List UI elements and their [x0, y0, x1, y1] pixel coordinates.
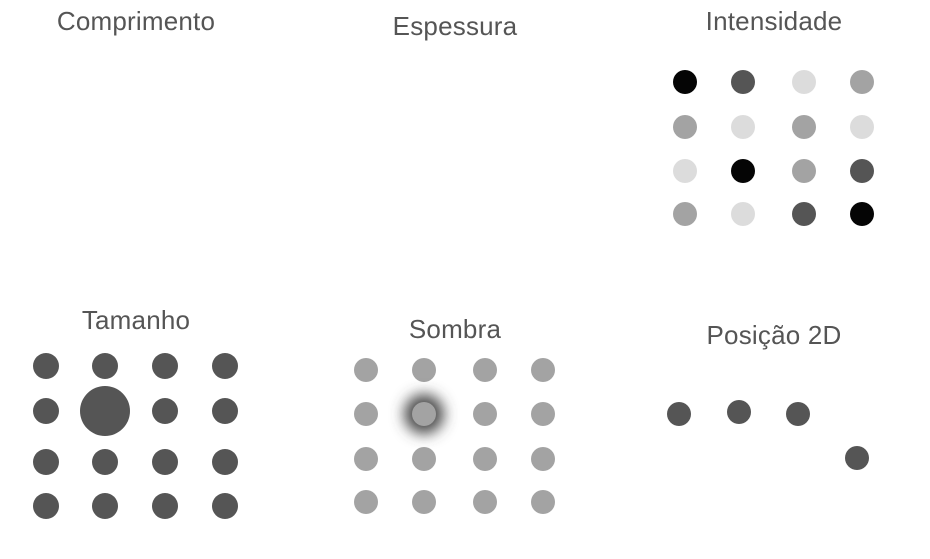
- size-dot: [152, 353, 178, 379]
- size-dot: [92, 493, 118, 519]
- title-intensidade: Intensidade: [705, 6, 843, 36]
- shade-dot: [354, 402, 378, 426]
- intensity-dot: [731, 70, 755, 94]
- shade-dot: [412, 447, 436, 471]
- intensidade-dots: [673, 70, 874, 226]
- position-dot: [845, 446, 869, 470]
- comprimento-lines: [88, 47, 184, 249]
- shade-dot: [412, 490, 436, 514]
- tamanho-dots: [33, 353, 238, 519]
- title-sombra: Sombra: [408, 314, 502, 344]
- intensity-dot: [731, 115, 755, 139]
- intensity-dot: [792, 202, 816, 226]
- size-dot: [33, 449, 59, 475]
- title-tamanho: Tamanho: [81, 305, 191, 335]
- shade-dot: [473, 490, 497, 514]
- size-dot: [33, 493, 59, 519]
- position-dot: [786, 402, 810, 426]
- shade-dot: [531, 447, 555, 471]
- intensity-dot: [673, 70, 697, 94]
- posicao-2d-dots: [667, 400, 869, 470]
- shade-dot: [473, 358, 497, 382]
- sombra-dots: [354, 358, 555, 514]
- title-posicao-2d: Posição 2D: [706, 320, 842, 350]
- intensity-dot: [792, 159, 816, 183]
- position-dot: [667, 402, 691, 426]
- large-dot: [80, 386, 130, 436]
- shade-dot: [473, 447, 497, 471]
- intensity-dot: [792, 70, 816, 94]
- shade-dot: [412, 358, 436, 382]
- shade-dot: [531, 402, 555, 426]
- size-dot: [92, 449, 118, 475]
- espessura-lines: [405, 52, 501, 253]
- size-dot: [212, 353, 238, 379]
- size-dot: [33, 353, 59, 379]
- intensity-dot: [731, 202, 755, 226]
- intensity-dot: [792, 115, 816, 139]
- intensity-dot: [673, 115, 697, 139]
- shadowed-dot: [412, 402, 436, 426]
- title-comprimento: Comprimento: [56, 6, 216, 36]
- position-dot: [727, 400, 751, 424]
- shade-dot: [354, 358, 378, 382]
- size-dot: [92, 353, 118, 379]
- intensity-dot: [673, 159, 697, 183]
- title-espessura: Espessura: [392, 11, 518, 41]
- shade-dot: [354, 490, 378, 514]
- shade-dot: [473, 402, 497, 426]
- size-dot: [33, 398, 59, 424]
- intensity-dot: [850, 70, 874, 94]
- size-dot: [152, 449, 178, 475]
- intensity-dot: [850, 115, 874, 139]
- shade-dot: [354, 447, 378, 471]
- intensity-dot: [850, 159, 874, 183]
- size-dot: [152, 398, 178, 424]
- size-dot: [152, 493, 178, 519]
- shade-dot: [531, 490, 555, 514]
- shade-dot: [531, 358, 555, 382]
- size-dot: [212, 493, 238, 519]
- size-dot: [212, 449, 238, 475]
- size-dot: [212, 398, 238, 424]
- intensity-dot: [673, 202, 697, 226]
- intensity-dot: [731, 159, 755, 183]
- intensity-dot: [850, 202, 874, 226]
